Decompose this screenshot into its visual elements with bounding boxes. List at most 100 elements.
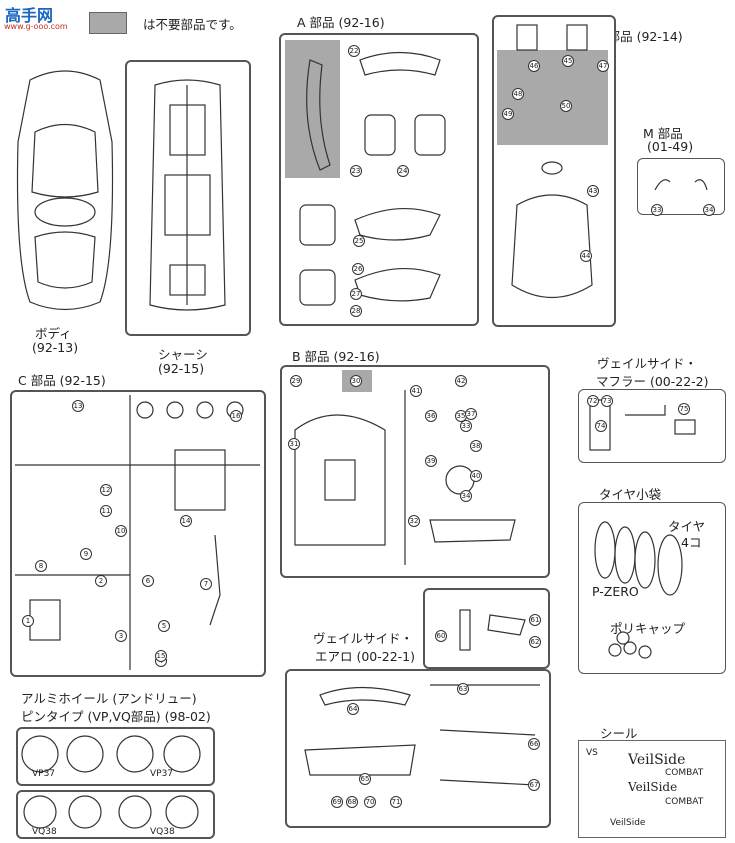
d-parts-number: 45 [562, 55, 574, 67]
decal-sub-1: COMBAT [665, 768, 704, 778]
aero-title-line2: エアロ (00-22-1) [315, 649, 416, 664]
aero-number: 62 [529, 636, 541, 648]
b-parts-number: 39 [425, 455, 437, 467]
decal-brand-2: VeilSide [628, 780, 678, 794]
m-parts-drawing [654, 179, 708, 191]
polycap-label: ポリキャップ [610, 621, 686, 636]
b-parts-title: B 部品 (92-16) [292, 349, 380, 364]
a-parts-number: 23 [350, 165, 362, 177]
muffler-title-line1: ヴェイルサイド・ [597, 356, 698, 371]
b-parts-number: 38 [470, 440, 482, 452]
d-parts-drawing [511, 24, 593, 299]
decal-brand-3: VeilSide [610, 818, 646, 828]
aero-number: 71 [390, 796, 402, 808]
b-parts-number: 41 [410, 385, 422, 397]
wheels-title-line2: ピンタイプ (VP,VQ部品) (98-02) [21, 709, 211, 724]
chassis-part-code: (92-15) [158, 361, 205, 376]
b-parts-number: 37 [465, 408, 477, 420]
muffler-number: 72 [587, 395, 599, 407]
c-parts-number: 8 [35, 560, 47, 572]
c-parts-number: 12 [100, 484, 112, 496]
b-parts-number: 40 [470, 470, 482, 482]
b-parts-number: 31 [288, 438, 300, 450]
chassis-part-name: シャーシ [158, 347, 208, 362]
muffler-drawing [589, 399, 696, 451]
c-parts-number: 11 [100, 505, 112, 517]
watermark-logo: 高手网 [5, 6, 54, 25]
a-parts-drawing [299, 51, 446, 306]
tire-label: タイヤ [668, 519, 706, 534]
car-body-drawing [16, 70, 114, 311]
wheels-vq-label-right: VQ38 [150, 827, 175, 837]
aero-title-line1: ヴェイルサイド・ [313, 631, 414, 646]
b-parts-number: 32 [408, 515, 420, 527]
c-parts-number: 6 [142, 575, 154, 587]
c-parts-number: 13 [72, 400, 84, 412]
m-parts-code: (01-49) [647, 139, 694, 154]
decal-title: シール [600, 726, 638, 741]
b-parts-number: 30 [350, 375, 362, 387]
body-part-name: ボディ [35, 326, 72, 341]
c-parts-number: 14 [180, 515, 192, 527]
decal-sub-2: COMBAT [665, 797, 704, 807]
c-parts-number: 1 [22, 615, 34, 627]
tire-bag-frame [578, 502, 726, 674]
aero-number: 63 [457, 683, 469, 695]
a-parts-number: 25 [353, 235, 365, 247]
muffler-number: 75 [678, 403, 690, 415]
tire-bag-drawing [594, 521, 683, 659]
wheels-vp-frame [16, 727, 215, 786]
b-parts-drawing [294, 390, 516, 565]
decal-vs-label: VS [586, 748, 598, 758]
c-parts-number: 9 [80, 548, 92, 560]
tire-brand: P-ZERO [592, 584, 639, 599]
a-parts-title: A 部品 (92-16) [297, 15, 385, 30]
aero-side-frame [423, 588, 550, 669]
decal-brand-1: VeilSide [628, 752, 686, 768]
d-parts-number: 48 [512, 88, 524, 100]
c-parts-number: 2 [95, 575, 107, 587]
d-parts-number: 47 [597, 60, 609, 72]
legend-swatch [89, 12, 127, 34]
c-parts-title: C 部品 (92-15) [18, 373, 106, 388]
wheels-vq-label-left: VQ38 [32, 827, 57, 837]
a-parts-number: 24 [397, 165, 409, 177]
b-parts-number: 42 [455, 375, 467, 387]
d-parts-number: 46 [528, 60, 540, 72]
aero-number: 67 [528, 779, 540, 791]
wheels-vp-drawing [21, 735, 201, 773]
d-parts-number: 49 [502, 108, 514, 120]
aero-number: 66 [528, 738, 540, 750]
tire-bag-title: タイヤ小袋 [599, 487, 662, 502]
wheels-vp-label-right: VP37 [150, 769, 174, 779]
b-parts-number: 34 [460, 490, 472, 502]
a-parts-number: 27 [350, 288, 362, 300]
m-parts-title: M 部品 [643, 126, 683, 141]
tire-count: 4コ [681, 535, 702, 550]
muffler-title-line2: マフラー (00-22-2) [596, 374, 709, 389]
aero-number: 70 [364, 796, 376, 808]
c-parts-number: 15 [155, 650, 167, 662]
d-parts-number: 43 [587, 185, 599, 197]
a-parts-number: 26 [352, 263, 364, 275]
b-parts-number: 33 [460, 420, 472, 432]
aero-number: 60 [435, 630, 447, 642]
a-parts-number: 22 [348, 45, 360, 57]
wheels-vp-label-left: VP37 [32, 769, 56, 779]
a-parts-number: 28 [350, 305, 362, 317]
c-parts-drawing [15, 395, 260, 670]
aero-number: 64 [347, 703, 359, 715]
muffler-number: 74 [595, 420, 607, 432]
chassis-runner-frame [125, 60, 251, 336]
aero-number: 65 [359, 773, 371, 785]
aero-number: 68 [346, 796, 358, 808]
aero-number: 61 [529, 614, 541, 626]
b-parts-number: 36 [425, 410, 437, 422]
watermark-url: www.g-ooo.com [4, 22, 68, 31]
c-parts-number: 3 [115, 630, 127, 642]
d-parts-number: 44 [580, 250, 592, 262]
body-part-code: (92-13) [32, 340, 79, 355]
d-parts-number: 50 [560, 100, 572, 112]
muffler-number: 73 [601, 395, 613, 407]
b-parts-number: 29 [290, 375, 302, 387]
